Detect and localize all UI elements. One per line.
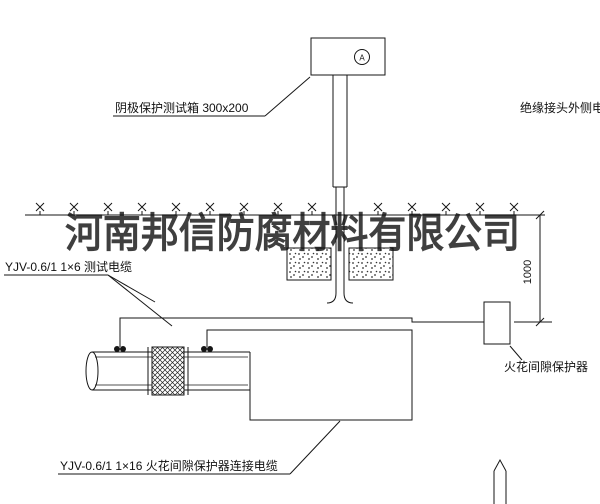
- foundation-right: [348, 247, 394, 281]
- drawing-lines: [4, 37, 552, 504]
- pipeline: [85, 346, 251, 396]
- cable-lugs: [114, 346, 213, 352]
- label-insulated-joint-outer-cable: 绝缘接头外侧电缆: [520, 100, 600, 115]
- cable-hook-right: [343, 292, 354, 304]
- label-test-box: 阴极保护测试箱 300x200: [115, 100, 249, 115]
- test-cable-run: [119, 317, 484, 347]
- test-box-leader: [264, 76, 311, 117]
- pipe-end-cap: [85, 351, 99, 391]
- conduit: [326, 75, 354, 304]
- foundation-left: [286, 247, 332, 281]
- spark-gap-cable-run: [206, 329, 413, 421]
- spark-gap-leader: [509, 345, 523, 361]
- watermark-text: 河南邦信防腐材料有限公司: [65, 210, 520, 256]
- cable-hook-left: [326, 292, 337, 304]
- ammeter-label: A: [359, 54, 365, 63]
- test-cable-leaders: [4, 274, 173, 327]
- spark-gap-protector: [483, 301, 511, 345]
- spark-cable-leaders: [58, 420, 341, 475]
- label-test-cable: YJV-0.6/1 1×6 测试电缆: [5, 259, 132, 274]
- pipe-break-symbol: [493, 458, 507, 504]
- dimension-value: 1000: [522, 260, 534, 284]
- label-spark-gap-protector: 火花间隙保护器: [504, 359, 588, 374]
- ammeter-symbol: [354, 49, 370, 65]
- insulating-joint: [151, 346, 185, 396]
- label-spark-gap-cable: YJV-0.6/1 1×16 火花间隙保护器连接电缆: [60, 458, 278, 473]
- test-box: [310, 37, 386, 76]
- dimension-1000: [514, 210, 552, 327]
